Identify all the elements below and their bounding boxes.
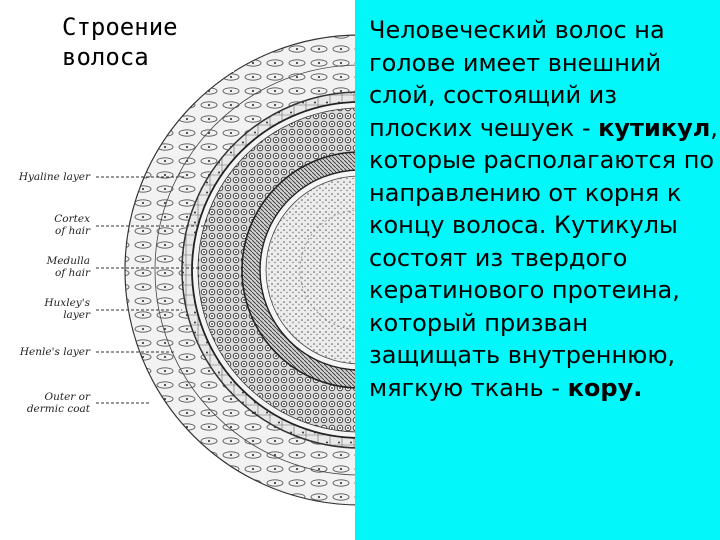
label-huxley-line2: layer — [63, 309, 90, 321]
text-panel: Человеческий волос на голове имеет внешн… — [355, 0, 720, 540]
label-cortex-line1: Cortex — [54, 213, 90, 225]
term-cuticle: кутикул — [598, 113, 711, 142]
label-outer-line2: dermic coat — [26, 403, 90, 415]
label-huxley-line1: Huxley's — [44, 297, 90, 309]
label-hyaline-text: Hyaline layer — [18, 171, 90, 183]
body-text-part1: Человеческий волос на голове имеет внешн… — [369, 16, 665, 142]
label-huxleys-layer: Huxley's layer — [6, 297, 90, 321]
slide-title: Строение волоса — [60, 12, 234, 72]
title-line-2: волоса — [62, 43, 149, 71]
label-medulla-of-hair: Medulla of hair — [6, 255, 90, 279]
body-text: Человеческий волос на голове имеет внешн… — [369, 14, 719, 404]
label-medulla-line2: of hair — [55, 267, 90, 279]
body-text-part2: , которые располагаются по направлению о… — [369, 113, 718, 402]
hair-cross-section-illustration — [96, 34, 360, 506]
body-text-end: . — [633, 373, 643, 402]
label-hyaline-layer: Hyaline layer — [6, 171, 90, 183]
label-medulla-line1: Medulla — [46, 255, 90, 267]
label-outer-line1: Outer or — [44, 391, 90, 403]
label-cortex-of-hair: Cortex of hair — [6, 213, 90, 237]
label-henles-layer: Henle's layer — [6, 346, 90, 358]
label-outer-dermic-coat: Outer or dermic coat — [6, 391, 90, 415]
label-henle-text: Henle's layer — [19, 346, 90, 358]
title-line-1: Строение — [62, 13, 178, 41]
term-cortex: кору — [567, 373, 634, 402]
label-cortex-line2: of hair — [55, 225, 90, 237]
